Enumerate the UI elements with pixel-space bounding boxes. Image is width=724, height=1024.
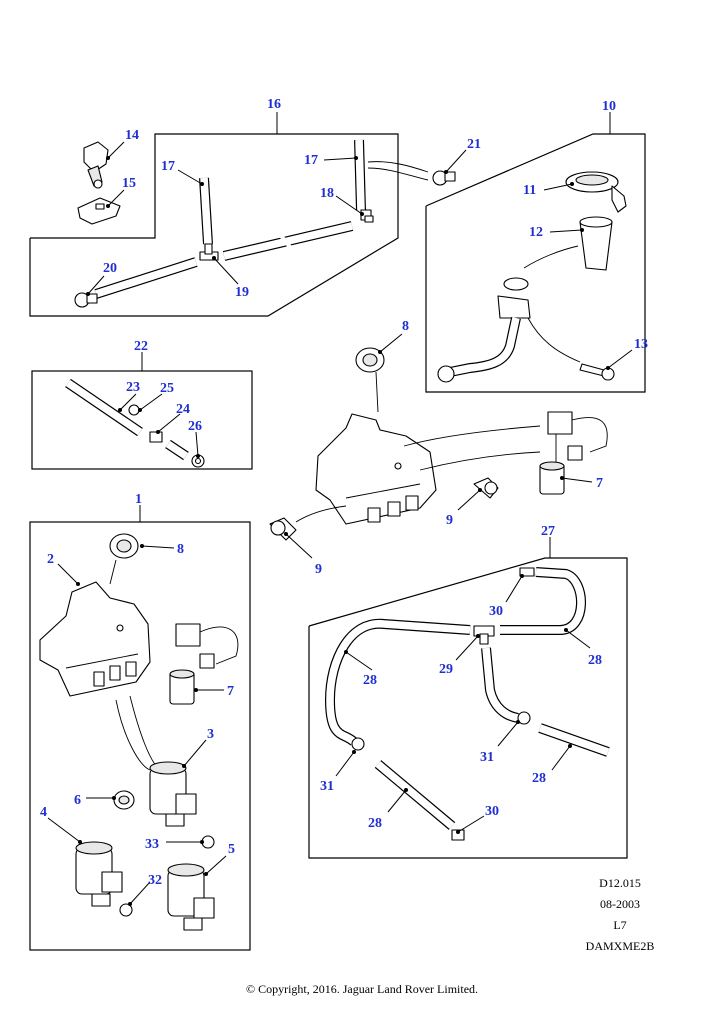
washer-reservoir: [315, 371, 541, 525]
jet-nozzle: [83, 141, 109, 189]
pump-bracket-7-kit: [169, 623, 239, 705]
callout-6: 6: [74, 793, 81, 808]
hose-28-centre: [481, 647, 520, 723]
callout-5: 5: [228, 842, 235, 857]
hose-28-bottom: [374, 760, 456, 830]
connector-30-top: [519, 567, 535, 577]
reservoir-grommet-8: [355, 347, 385, 373]
callout-7-kit: 7: [227, 684, 234, 699]
bolt-9-right: [473, 477, 499, 499]
callout-7-reservoir: 7: [596, 476, 603, 491]
pump-4: [75, 841, 123, 907]
callout-17-left: 17: [161, 159, 175, 174]
clip-32: [119, 903, 133, 917]
callout-32: 32: [148, 873, 162, 888]
callout-21: 21: [467, 137, 481, 152]
callout-19: 19: [235, 285, 249, 300]
callout-30-top: 30: [489, 604, 503, 619]
screw-13: [579, 363, 615, 381]
frame-group-1: [29, 505, 251, 951]
hose-17-right: [354, 139, 429, 211]
pump-bracket-7: [539, 411, 608, 495]
bolt-9-left: [269, 505, 347, 541]
filter-strainer: [579, 216, 613, 271]
elbow-18: [360, 209, 374, 223]
drawing-code: DAMXME2B: [585, 939, 655, 953]
hose-17-left: [199, 177, 213, 245]
leader-lines: [47, 141, 633, 906]
callout-31-left: 31: [320, 779, 334, 794]
callout-3: 3: [207, 727, 214, 742]
callout-27: 27: [541, 524, 555, 539]
drawing-reference: D12.015: [599, 876, 641, 890]
callout-22: 22: [134, 339, 148, 354]
frame-group-27: [308, 537, 628, 859]
tee-29: [473, 625, 495, 645]
callout-17-right: 17: [304, 153, 318, 168]
filler-neck: [437, 245, 581, 383]
frame-group-10: [425, 112, 646, 393]
clip-25: [128, 404, 140, 416]
hose-28-left: [324, 618, 471, 746]
callout-12: 12: [529, 225, 543, 240]
callout-26: 26: [188, 419, 202, 434]
callout-23: 23: [126, 380, 140, 395]
callout-18: 18: [320, 186, 334, 201]
tee-connector-19: [199, 243, 219, 261]
hose-23: [65, 378, 143, 437]
drawing-level: L7: [613, 918, 627, 932]
drawing-date: 08-2003: [600, 897, 640, 911]
pump-5: [167, 863, 215, 931]
callout-30-bottom: 30: [485, 804, 499, 819]
callout-11: 11: [523, 183, 536, 198]
callout-8-kit: 8: [177, 542, 184, 557]
callout-9-left: 9: [315, 562, 322, 577]
copyright-notice: © Copyright, 2016. Jaguar Land Rover Lim…: [245, 982, 479, 996]
clip-31-centre: [517, 711, 531, 725]
non-return-valve-20: [74, 292, 98, 308]
grommet-6: [113, 790, 135, 810]
frame-group-16: [29, 112, 399, 317]
nozzle-clip: [77, 197, 121, 225]
callout-28-right: 28: [532, 771, 546, 786]
callout-16: 16: [267, 97, 281, 112]
hose-20: [94, 221, 354, 299]
grommet-8-kit: [109, 533, 139, 559]
callout-33: 33: [145, 837, 159, 852]
callout-24: 24: [176, 402, 190, 417]
callout-2: 2: [47, 552, 54, 567]
callout-4: 4: [40, 805, 47, 820]
callout-29: 29: [439, 662, 453, 677]
reservoir-2: [39, 559, 151, 697]
callout-28-top-right: 28: [588, 653, 602, 668]
connector-24: [149, 431, 189, 461]
callout-1: 1: [135, 492, 142, 507]
hose-28-right: [538, 723, 610, 757]
callout-8-reservoir: 8: [402, 319, 409, 334]
callout-20: 20: [103, 261, 117, 276]
callout-28-bottom: 28: [368, 816, 382, 831]
callout-9-right: 9: [446, 513, 453, 528]
pump-3: [115, 695, 197, 827]
callout-labels: 16 10 14 15 17 17 18 19 20 21 11 12 13 8…: [40, 97, 648, 888]
callout-31-centre: 31: [480, 750, 494, 765]
hose-28-top-loop: [500, 567, 586, 635]
callout-10: 10: [602, 99, 616, 114]
callout-14: 14: [125, 128, 139, 143]
frame-group-22: [31, 352, 253, 470]
callout-25: 25: [160, 381, 174, 396]
valve-21: [432, 170, 456, 186]
clip-31-left: [351, 737, 365, 751]
callout-13: 13: [634, 337, 648, 352]
callout-28-left: 28: [363, 673, 377, 688]
filler-cap: [565, 171, 627, 213]
callout-15: 15: [122, 176, 136, 191]
